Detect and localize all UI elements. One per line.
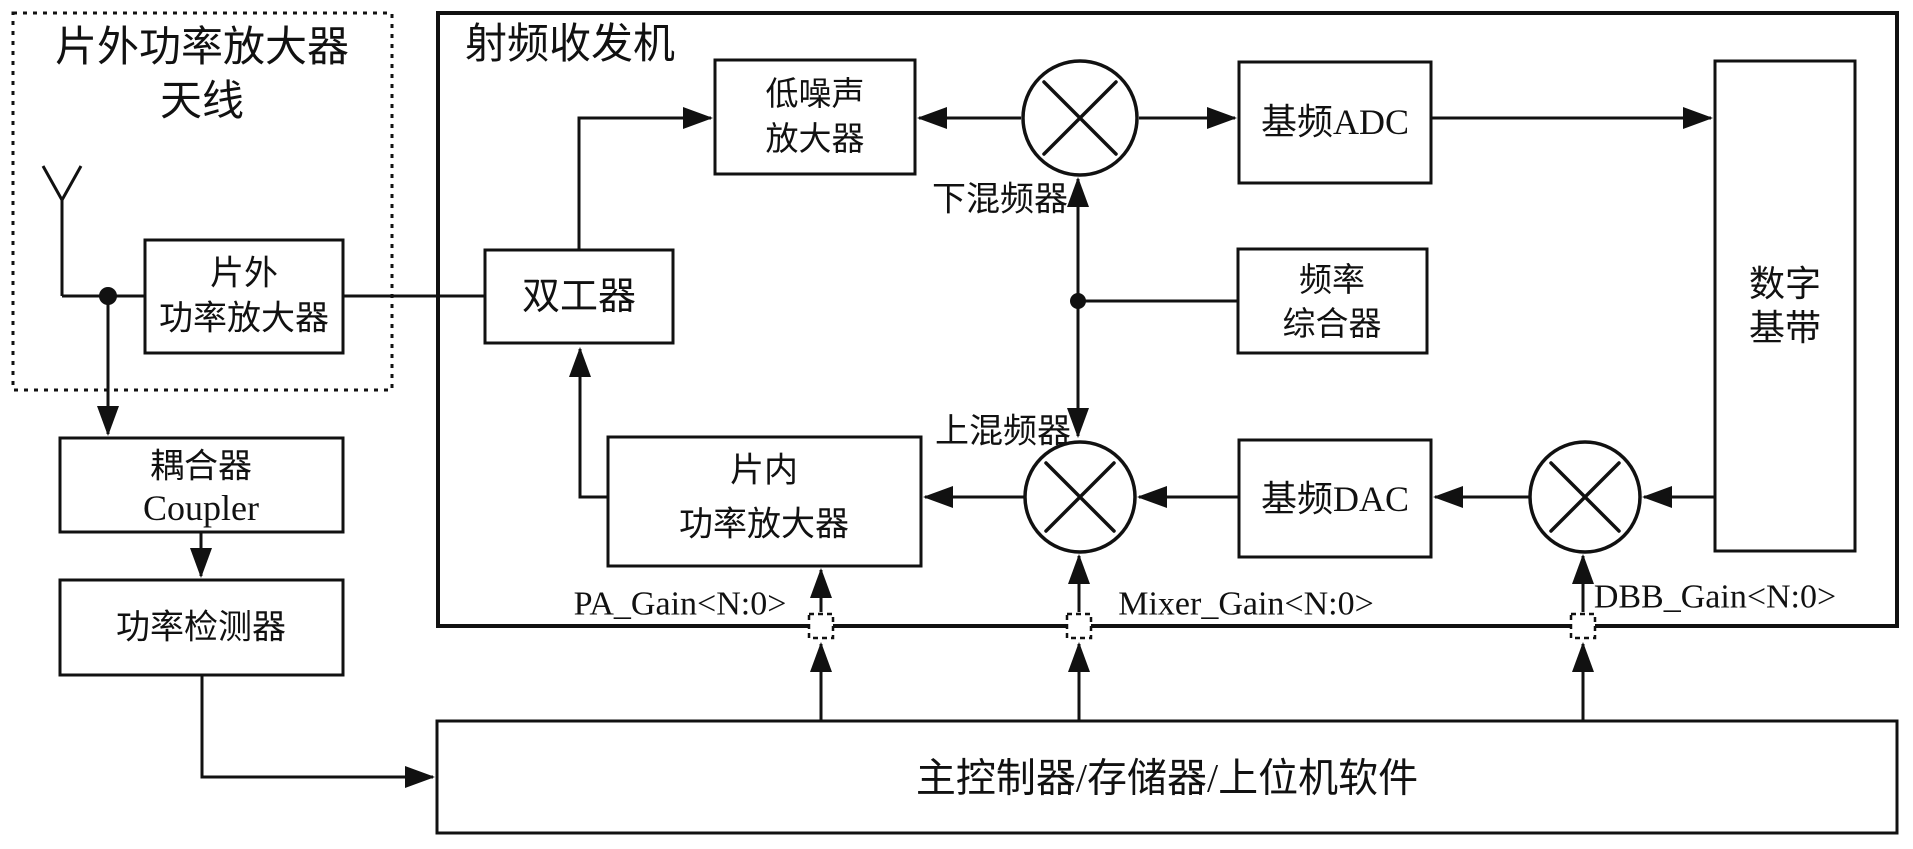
baseband-adc-box	[1237, 60, 1433, 185]
dbb-gain-mixer-icon	[1528, 440, 1642, 554]
digital-baseband-box	[1713, 59, 1857, 553]
digital-baseband-label-line2: 基带	[1749, 308, 1821, 348]
baseband-dac-label: 基频DAC	[1261, 479, 1409, 519]
offchip-pa-label-line2: 功率放大器	[159, 300, 329, 338]
digital-baseband-label-line1: 数字	[1749, 264, 1821, 304]
mixer-gain-signal-label: Mixer_Gain<N:0>	[1118, 586, 1374, 623]
dbb-gain-signal-label: DBB_Gain<N:0>	[1594, 579, 1836, 616]
rf-transceiver-box	[436, 11, 1899, 628]
dbb-gain-pad	[1569, 612, 1597, 640]
lna-box	[713, 58, 917, 176]
lna-label-line1: 低噪声	[766, 76, 865, 113]
wire-power-detector-to-controller	[200, 675, 435, 788]
power-detector-label: 功率检测器	[116, 609, 286, 647]
up-mixer-icon	[1023, 440, 1137, 554]
coupler-box	[58, 436, 345, 534]
baseband-dac-box	[1237, 438, 1433, 559]
freq-synthesizer-label-line1: 频率	[1299, 262, 1365, 299]
main-controller-box	[435, 719, 1899, 835]
power-detector-box	[58, 578, 345, 677]
offchip-section-title-line2: 天线	[160, 79, 244, 125]
transceiver-title: 射频收发机	[465, 22, 675, 68]
main-controller-label: 主控制器/存储器/上位机软件	[916, 756, 1418, 801]
pa-gain-signal-label: PA_Gain<N:0>	[574, 586, 787, 623]
offchip-section-dashed-box	[11, 11, 394, 392]
pa-gain-pad	[807, 612, 835, 640]
coupler-label-cn: 耦合器	[150, 448, 252, 486]
down-mixer-icon	[1021, 59, 1139, 177]
onchip-pa-label-line2: 功率放大器	[679, 506, 849, 544]
mixer-gain-pad	[1065, 612, 1093, 640]
up-mixer-label: 上混频器	[935, 413, 1071, 451]
freq-synthesizer-box	[1236, 247, 1429, 355]
wire-onchip-pa-to-duplexer	[569, 347, 608, 499]
junction-dot-lo	[1070, 293, 1086, 309]
wire-duplexer-to-lna	[577, 107, 713, 250]
baseband-adc-label: 基频ADC	[1261, 102, 1409, 142]
duplexer-box	[483, 248, 675, 345]
onchip-pa-box	[606, 435, 923, 568]
onchip-pa-label-line1: 片内	[730, 452, 798, 490]
lna-label-line2: 放大器	[766, 121, 865, 158]
offchip-pa-label-line1: 片外	[210, 255, 278, 293]
freq-synthesizer-label-line2: 综合器	[1283, 306, 1382, 343]
offchip-pa-box	[143, 238, 345, 355]
antenna-icon	[41, 165, 83, 296]
duplexer-label: 双工器	[522, 276, 636, 318]
offchip-section-title-line1: 片外功率放大器	[55, 24, 349, 71]
coupler-label-en: Coupler	[143, 488, 259, 528]
down-mixer-label: 下混频器	[932, 181, 1068, 219]
